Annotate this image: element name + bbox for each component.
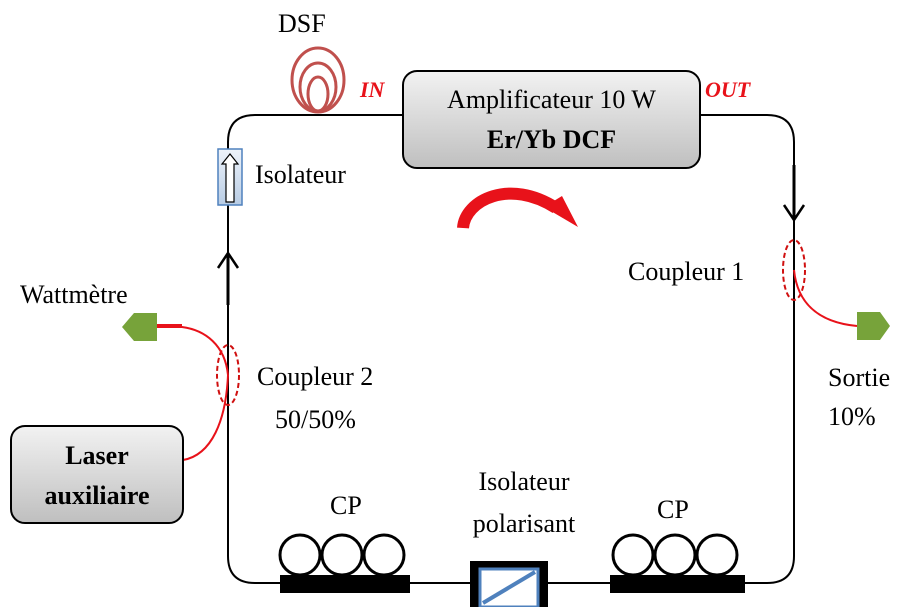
polarization-controller-left (278, 533, 410, 593)
amplifier-box (402, 70, 701, 169)
pc-right-paddle-3 (695, 533, 739, 577)
coupler-1-marker (782, 239, 806, 301)
dsf-label: DSF (278, 9, 326, 38)
output-label: Sortie (828, 363, 890, 392)
laser-label-auxiliary: auxiliaire (45, 481, 150, 510)
wattmeter-connector-icon (122, 313, 157, 341)
isolator-label: Isolateur (255, 160, 346, 189)
coupler-1-label: Coupleur 1 (628, 257, 744, 286)
output-ratio: 10% (828, 402, 876, 431)
laser-label: Laser (65, 441, 129, 470)
pc-left-paddle-2 (320, 533, 364, 577)
coupler-1-output-tap (793, 269, 858, 327)
fiber-ring-left (227, 114, 470, 584)
output-port-label: OUT (705, 77, 752, 102)
output-connector-icon (857, 312, 890, 340)
polarizing-isolator-label-2: polarisant (473, 509, 576, 538)
circulation-direction-icon (457, 187, 578, 230)
dsf-coil-icon (290, 46, 346, 114)
polarizing-isolator (470, 561, 548, 607)
input-port-label: IN (359, 77, 386, 102)
fiber-ring-right (548, 114, 795, 584)
coupler-2-marker (216, 344, 240, 406)
pc-right-base (610, 575, 745, 593)
coupler-2-ratio: 50/50% (275, 405, 356, 434)
amplifier-label: Amplificateur 10 W (447, 85, 656, 114)
coupler-2-wattmeter-tap (157, 326, 229, 376)
pc-right-paddle-1 (611, 533, 655, 577)
pc-left-paddle-3 (362, 533, 406, 577)
auxiliary-laser-box (10, 425, 184, 524)
pc-right-paddle-2 (653, 533, 697, 577)
pc-left-paddle-1 (278, 533, 322, 577)
pc-right-label: CP (657, 495, 689, 524)
polarization-controller-right (610, 533, 745, 593)
polarizer-diagonal-icon (481, 570, 537, 605)
isolator-arrow-icon (220, 153, 240, 203)
polarizing-isolator-label: Isolateur (479, 467, 570, 496)
amplifier-fiber-label: Er/Yb DCF (487, 125, 616, 154)
coupler-2-label: Coupleur 2 (257, 362, 373, 391)
pc-left-label: CP (330, 491, 362, 520)
coupler-2-laser-tap (182, 374, 229, 461)
wattmeter-label: Wattmètre (20, 280, 128, 309)
pc-left-base (280, 575, 410, 593)
